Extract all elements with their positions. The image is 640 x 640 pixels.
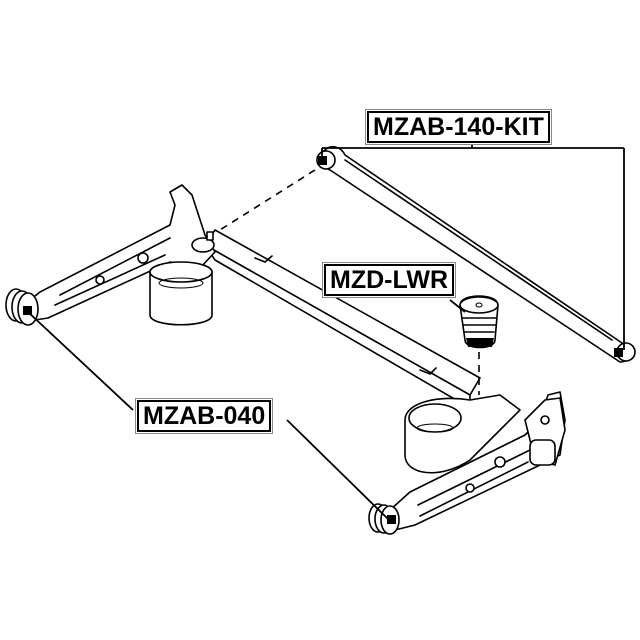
left-trailing-arm [5,184,216,326]
callout-label-mzab-140-kit: MZAB-140-KIT [367,111,550,143]
rod-install-line [211,169,316,236]
callout-label-mzab-040: MZAB-040 [137,400,272,432]
right-trailing-arm [368,391,566,535]
bump-stop [459,295,499,349]
leader-lines [27,140,625,520]
torsion-beam [204,229,481,409]
callout-label-mzd-lwr: MZD-LWR [324,264,455,296]
